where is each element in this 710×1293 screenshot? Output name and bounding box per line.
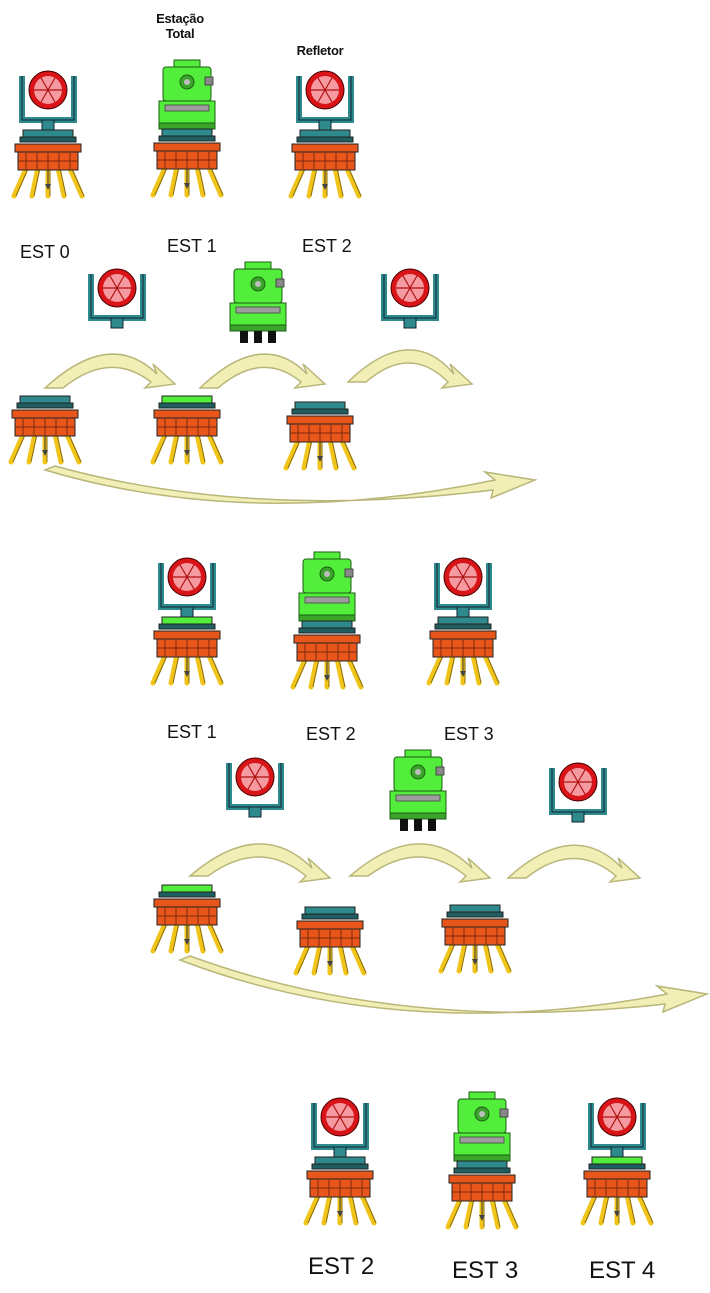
- arrow-station-to-reflector-1: [200, 354, 325, 388]
- stage2-setup: [153, 552, 499, 687]
- est1-total-station-tripod: [153, 60, 223, 195]
- arrow-reflector-to-station-1: [45, 354, 175, 388]
- stage3-label-2: EST 3: [452, 1257, 518, 1285]
- stage2-label-1: EST 1: [167, 722, 217, 743]
- base-est0: [11, 396, 81, 462]
- est2-total-station-tripod: [293, 552, 363, 687]
- base-est3-b: [441, 905, 511, 971]
- base-est1: [153, 396, 223, 462]
- moving-station-1: [230, 262, 286, 343]
- arrow-long-1: [45, 466, 535, 503]
- stage1-label-2: EST 1: [167, 236, 217, 257]
- transition1: [11, 262, 535, 503]
- stage2-label-3: EST 3: [444, 724, 494, 745]
- est2-reflector-tripod-b: [306, 1098, 376, 1223]
- est4-reflector-tripod: [583, 1098, 653, 1223]
- stage3-label-3: EST 4: [589, 1257, 655, 1285]
- est3-total-station-tripod: [448, 1092, 518, 1227]
- moving-station-2: [390, 750, 446, 831]
- stage1-label-1: EST 0: [20, 242, 70, 263]
- total-station-caption-line2: Total: [140, 26, 220, 41]
- stage3-label-1: EST 2: [308, 1253, 374, 1281]
- est3-reflector-tripod: [429, 558, 499, 683]
- base-est1-b: [153, 885, 223, 951]
- moving-reflector-4: [552, 763, 604, 822]
- est2-reflector-tripod: [291, 71, 361, 196]
- stage1-label-3: EST 2: [302, 236, 352, 257]
- moving-reflector-2: [384, 269, 436, 328]
- total-station-caption-line1: Estação: [140, 11, 220, 26]
- est0-reflector-tripod: [14, 71, 84, 196]
- arrow-reflector-forward-2: [508, 845, 640, 882]
- base-est2: [286, 402, 356, 468]
- arrow-reflector-to-station-2: [190, 844, 330, 882]
- transition2: [153, 750, 707, 1013]
- stage2-label-2: EST 2: [306, 724, 356, 745]
- arrow-reflector-forward-1: [348, 350, 472, 388]
- moving-reflector-3: [229, 758, 281, 817]
- stage1-setup: [14, 60, 361, 196]
- stage3-setup: [306, 1092, 653, 1227]
- total-station-caption: Estação Total: [140, 11, 220, 41]
- base-est2-b: [296, 907, 366, 973]
- est1-reflector-tripod: [153, 558, 223, 683]
- reflector-caption: Refletor: [280, 43, 360, 58]
- moving-reflector-1: [91, 269, 143, 328]
- arrow-station-to-reflector-2: [350, 844, 490, 882]
